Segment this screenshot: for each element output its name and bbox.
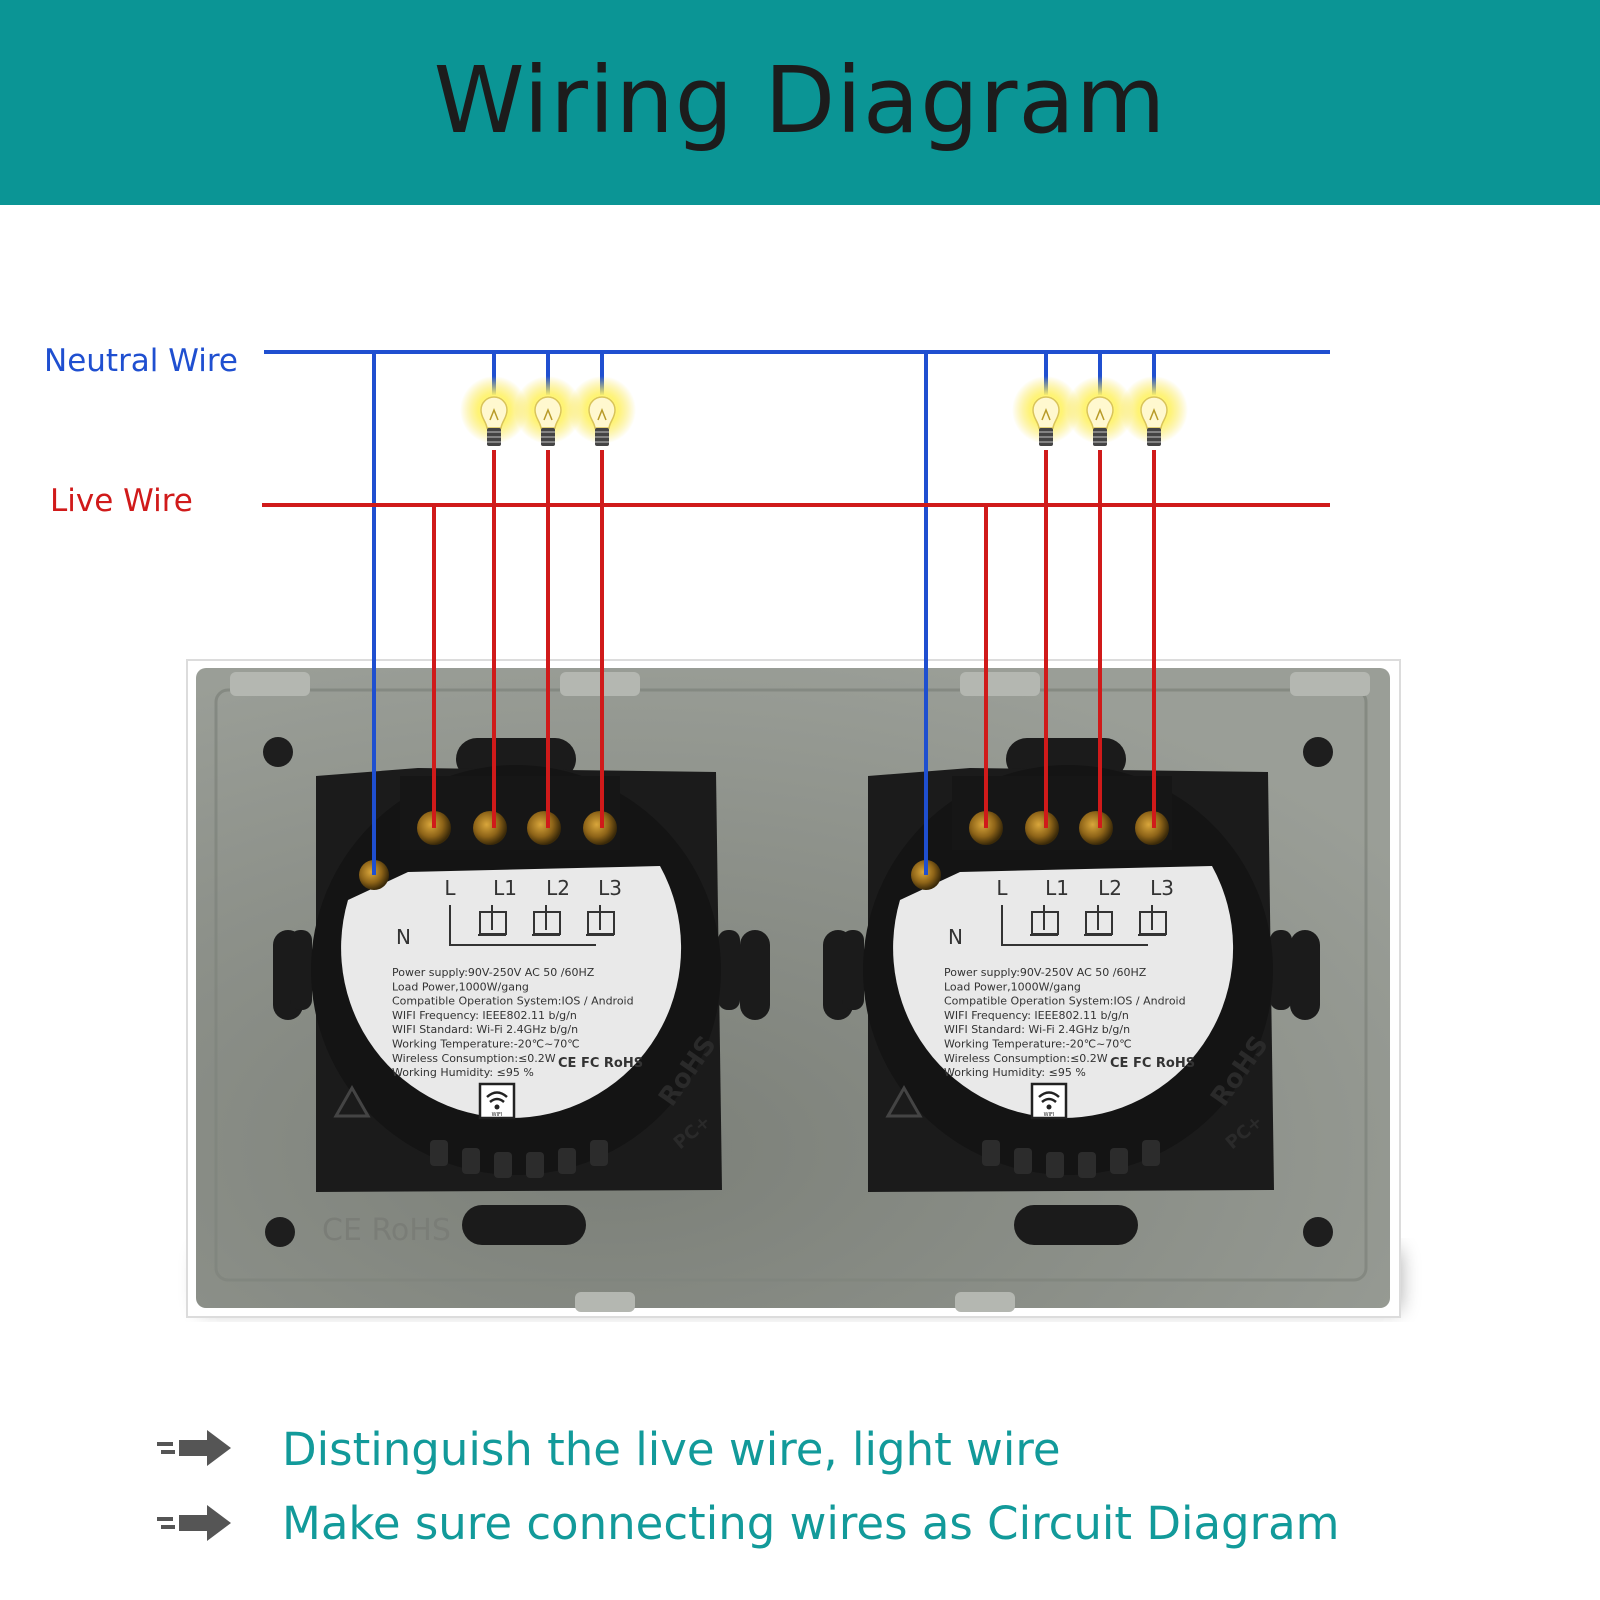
spec-line: Load Power,1000W/gang <box>944 980 1081 993</box>
terminal-label: L1 <box>493 876 517 900</box>
spec-line: Power supply:90V-250V AC 50 /60HZ <box>392 966 595 979</box>
arrow-right-icon <box>157 1505 231 1541</box>
light-bulbs <box>460 376 1188 446</box>
terminal-label: L3 <box>1150 876 1174 900</box>
live-wiring <box>262 450 1330 828</box>
spec-line: Working Temperature:-20℃~70℃ <box>944 1038 1132 1051</box>
light-bulb-icon <box>1066 376 1134 446</box>
live-wire-label: Live Wire <box>50 483 193 519</box>
neutral-wire-label: Neutral Wire <box>44 343 238 379</box>
note-live-wire: Distinguish the live wire, light wire <box>282 1423 1061 1476</box>
light-bulb-icon <box>1120 376 1188 446</box>
spec-line: Wireless Consumption:≤0.2W <box>392 1052 556 1065</box>
terminal-label: L3 <box>598 876 622 900</box>
neutral-terminal-label: N <box>948 925 963 949</box>
panel-tabs <box>230 672 1370 1312</box>
wifi-caption: WIFI <box>492 1112 503 1118</box>
spec-line: Power supply:90V-250V AC 50 /60HZ <box>944 966 1147 979</box>
certification-marks: CE FC RoHS <box>1110 1056 1195 1071</box>
header-banner: Wiring Diagram <box>0 0 1600 205</box>
note-circuit: Make sure connecting wires as Circuit Di… <box>282 1497 1340 1550</box>
mounting-holes <box>263 737 1333 1247</box>
spec-line: Working Humidity: ≤95 % <box>392 1066 534 1079</box>
spec-line: Compatible Operation System:IOS / Androi… <box>944 995 1186 1008</box>
terminal-label: L <box>996 876 1008 900</box>
spec-line: Wireless Consumption:≤0.2W <box>944 1052 1108 1065</box>
panel-marks: CE RoHS <box>322 1213 451 1248</box>
spec-line: Compatible Operation System:IOS / Androi… <box>392 995 634 1008</box>
neutral-terminal-label: N <box>396 925 411 949</box>
light-bulb-icon <box>1012 376 1080 446</box>
page-title: Wiring Diagram <box>433 47 1167 154</box>
certification-marks: CE FC RoHS <box>558 1056 643 1071</box>
spec-line: WIFI Frequency: IEEE802.11 b/g/n <box>392 1009 577 1022</box>
light-bulb-icon <box>514 376 582 446</box>
spec-line: Working Temperature:-20℃~70℃ <box>392 1038 580 1051</box>
spec-line: WIFI Standard: Wi-Fi 2.4GHz b/g/n <box>944 1023 1130 1036</box>
switch-label-left: L L1 L2 L3N Power supply:90V-250V AC 50 /60H… <box>392 876 723 1154</box>
light-bulb-icon <box>568 376 636 446</box>
terminal-label: L2 <box>1098 876 1122 900</box>
spec-line: Working Humidity: ≤95 % <box>944 1066 1086 1079</box>
terminal-label: L2 <box>546 876 570 900</box>
spec-line: Load Power,1000W/gang <box>392 980 529 993</box>
spec-line: WIFI Frequency: IEEE802.11 b/g/n <box>944 1009 1129 1022</box>
light-bulb-icon <box>460 376 528 446</box>
wifi-caption: WIFI <box>1044 1112 1055 1118</box>
arrow-right-icon <box>157 1430 231 1466</box>
spec-line: WIFI Standard: Wi-Fi 2.4GHz b/g/n <box>392 1023 578 1036</box>
terminal-label: L <box>444 876 456 900</box>
terminal-label: L1 <box>1045 876 1069 900</box>
